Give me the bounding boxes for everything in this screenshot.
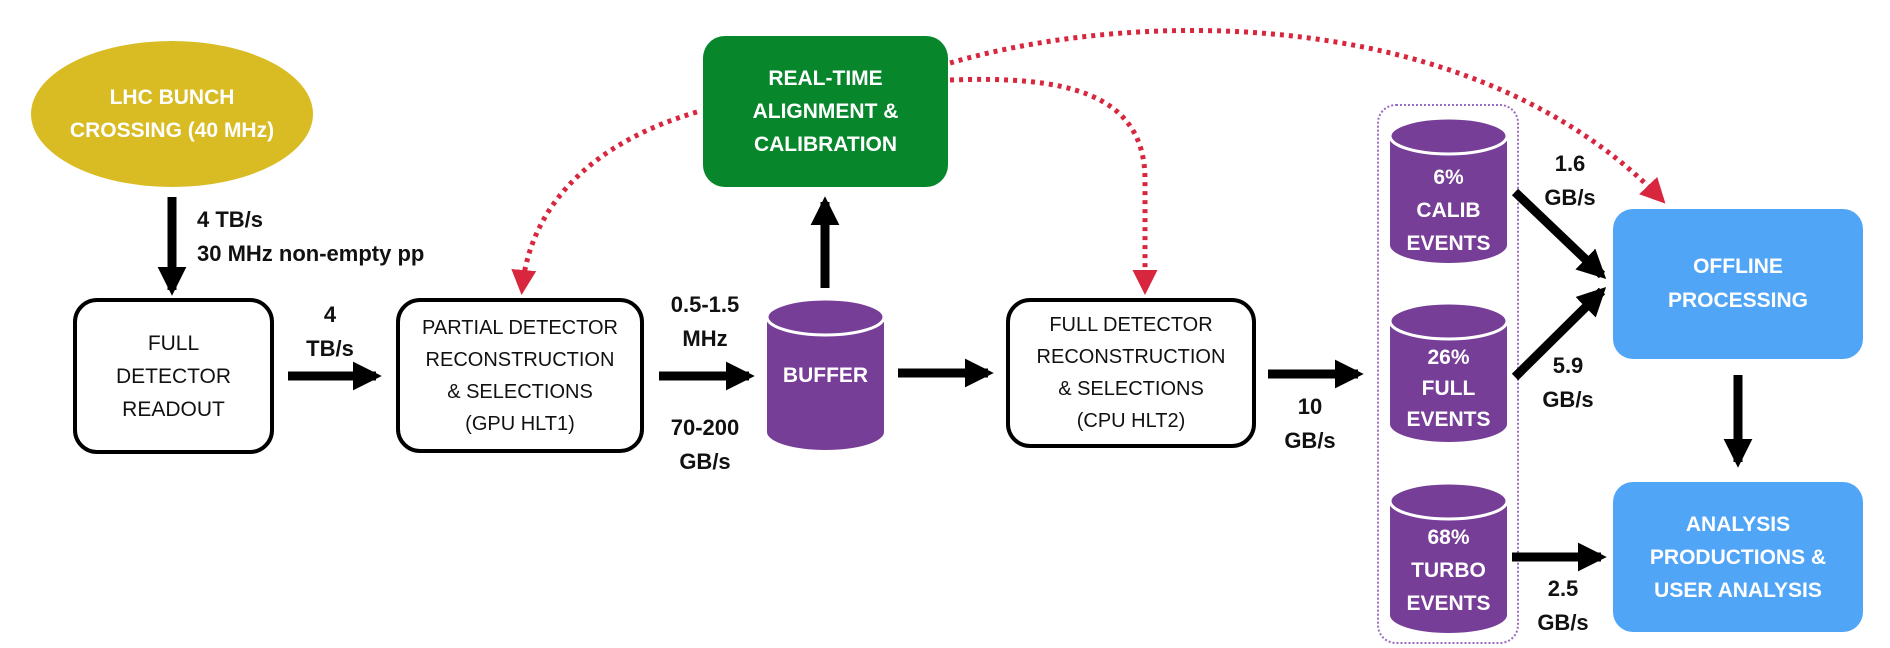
flow-rate-text: GB/s xyxy=(1544,185,1596,210)
flow-label-hlt1-bandwidth: 70-200 GB/s xyxy=(650,411,760,479)
flow-label-hlt1-rate: 0.5-1.5 MHz xyxy=(650,288,760,356)
lhc-label-line: LHC BUNCH xyxy=(109,86,235,109)
full-events-cylinder xyxy=(1388,301,1509,442)
turbo-events-cylinder xyxy=(1388,481,1509,633)
hlt1-node-label: PARTIAL DETECTOR RECONSTRUCTION & SELECT… xyxy=(398,300,642,451)
hlt1-label-line: (GPU HLT1) xyxy=(465,412,575,435)
flow-rate-text: 2.5 xyxy=(1547,576,1579,601)
calibration-label-line: REAL-TIME xyxy=(768,67,883,90)
calib-events-label-line: CALIB xyxy=(1416,198,1481,222)
hlt2-label-line: FULL DETECTOR xyxy=(1049,314,1213,336)
hlt2-label-line: & SELECTIONS xyxy=(1058,378,1204,400)
lhc-node-label: LHC BUNCH CROSSING (40 MHz) xyxy=(31,41,313,187)
calibration-label-line: CALIBRATION xyxy=(753,133,898,156)
offline-label-line: OFFLINE xyxy=(1693,255,1783,278)
flow-rate-text: 30 MHz non-empty pp xyxy=(197,241,425,266)
calib-events-label-line: EVENTS xyxy=(1406,231,1491,255)
full-events-label-line: FULL xyxy=(1421,376,1476,400)
hlt1-label-line: PARTIAL DETECTOR xyxy=(422,316,618,339)
analysis-label-line: PRODUCTIONS & xyxy=(1649,545,1827,569)
flow-label-readout-to-hlt1: 4 TB/s xyxy=(290,298,370,366)
readout-label-line: FULL xyxy=(147,331,200,355)
flow-label-full-to-offline: 5.9 GB/s xyxy=(1528,349,1608,417)
flow-rate-text: GB/s xyxy=(1284,428,1336,453)
readout-label-line: READOUT xyxy=(122,397,225,421)
readout-node-label: FULL DETECTOR READOUT xyxy=(75,300,272,452)
hlt1-label-line: RECONSTRUCTION xyxy=(425,348,615,371)
hlt2-node-label: FULL DETECTOR RECONSTRUCTION & SELECTION… xyxy=(1008,300,1254,446)
analysis-node-label: ANALYSIS PRODUCTIONS & USER ANALYSIS xyxy=(1613,482,1863,632)
hlt2-label-line: (CPU HLT2) xyxy=(1076,410,1186,432)
flow-rate-text: GB/s xyxy=(679,449,731,474)
hlt2-label-line: RECONSTRUCTION xyxy=(1036,346,1226,368)
analysis-label-line: ANALYSIS xyxy=(1685,512,1791,536)
full-events-label-line: EVENTS xyxy=(1406,407,1491,431)
turbo-events-percent: 68% xyxy=(1427,525,1470,549)
flow-rate-text: TB/s xyxy=(306,336,354,361)
flow-rate-text: MHz xyxy=(682,326,728,351)
calib-events-label: 6% CALIB EVENTS xyxy=(1390,160,1507,260)
flow-rate-text: GB/s xyxy=(1542,387,1594,412)
turbo-events-label-line: TURBO xyxy=(1411,558,1486,582)
calib-events-cylinder xyxy=(1388,116,1509,263)
buffer-cylinder xyxy=(765,297,886,450)
arrow-calib-to-offline xyxy=(1511,188,1607,279)
flow-label-turbo-to-analysis: 2.5 GB/s xyxy=(1523,572,1603,640)
turbo-events-label: 68% TURBO EVENTS xyxy=(1390,520,1507,620)
flow-label-lhc-to-readout: 4 TB/s 30 MHz non-empty pp xyxy=(197,203,424,271)
calibration-node-label: REAL-TIME ALIGNMENT & CALIBRATION xyxy=(703,36,948,187)
lhc-label-line: CROSSING (40 MHz) xyxy=(69,119,275,142)
analysis-box xyxy=(1613,482,1863,632)
flow-label-hlt2-to-storage: 10 GB/s xyxy=(1270,390,1350,458)
feedback-arrow-to-hlt2 xyxy=(949,76,1158,295)
full-detector-readout-box xyxy=(73,298,274,454)
readout-label-line: DETECTOR xyxy=(115,364,232,388)
hlt1-label-line: & SELECTIONS xyxy=(447,380,593,403)
offline-processing-box xyxy=(1613,209,1863,359)
hlt1-box xyxy=(396,298,644,453)
buffer-node-label: BUFFER xyxy=(767,335,884,415)
flow-rate-text: 10 xyxy=(1297,394,1323,419)
calib-events-percent: 6% xyxy=(1433,165,1464,189)
flow-rate-text: 0.5-1.5 xyxy=(670,292,740,317)
offline-label-line: PROCESSING xyxy=(1667,289,1809,312)
flow-rate-text: GB/s xyxy=(1537,610,1589,635)
hlt2-box xyxy=(1006,298,1256,448)
full-events-percent: 26% xyxy=(1427,345,1470,369)
flow-rate-text: 5.9 xyxy=(1552,353,1584,378)
flow-label-calib-to-offline: 1.6 GB/s xyxy=(1530,147,1610,215)
full-events-label: 26% FULL EVENTS xyxy=(1390,340,1507,436)
lhc-bunch-crossing-node xyxy=(31,41,313,187)
storage-container xyxy=(1377,104,1519,644)
flow-rate-text: 1.6 xyxy=(1554,151,1586,176)
feedback-arrow-to-hlt1 xyxy=(511,109,698,295)
calibration-box xyxy=(703,36,948,187)
buffer-label-line: BUFFER xyxy=(782,363,869,387)
arrow-full-to-offline xyxy=(1511,286,1607,381)
flow-rate-text: 70-200 xyxy=(670,415,740,440)
analysis-label-line: USER ANALYSIS xyxy=(1654,578,1822,602)
flow-rate-text: 4 TB/s xyxy=(197,207,264,232)
calibration-label-line: ALIGNMENT & xyxy=(752,100,899,123)
flow-rate-text: 4 xyxy=(323,302,337,327)
offline-node-label: OFFLINE PROCESSING xyxy=(1613,209,1863,359)
turbo-events-label-line: EVENTS xyxy=(1406,591,1491,615)
